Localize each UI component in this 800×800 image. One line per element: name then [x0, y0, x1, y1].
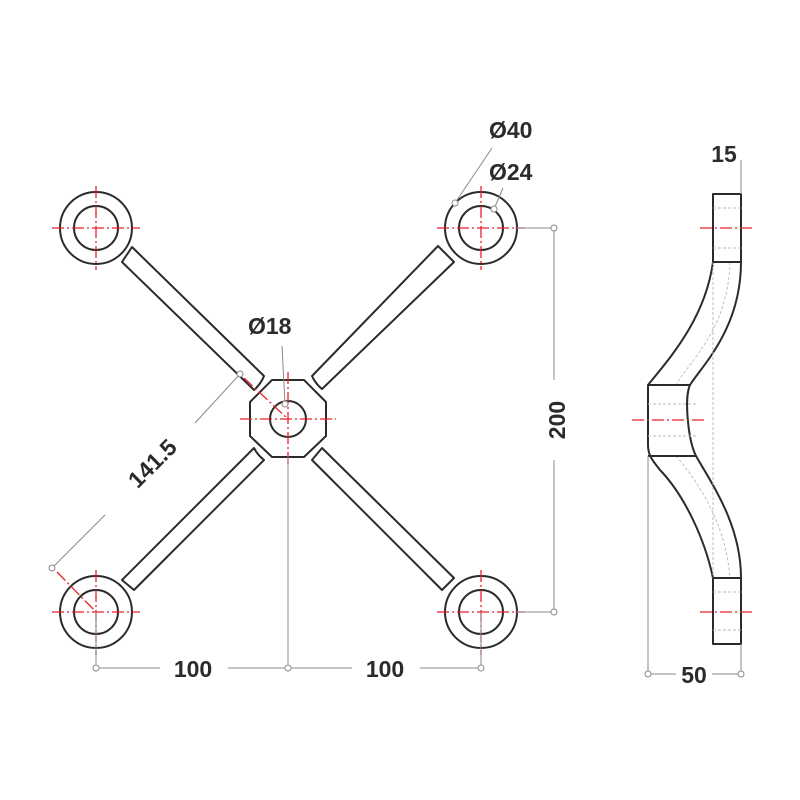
- dim-height: 200: [544, 401, 570, 439]
- arm-top-right: [311, 245, 455, 390]
- dim-center-hole-diameter: Ø18: [248, 313, 292, 339]
- dim-thickness: 15: [711, 141, 737, 167]
- dimension-horizontal: [92, 457, 485, 672]
- dimension-diagonal: [48, 370, 244, 572]
- dim-depth: 50: [681, 662, 707, 688]
- front-view: 100 100 200 141.5 Ø40: [48, 117, 570, 682]
- side-edges: [648, 261, 741, 579]
- side-hidden-lines: [648, 207, 741, 631]
- dimension-vertical: [515, 224, 558, 616]
- arm-bottom-left: [121, 447, 265, 591]
- side-centerlines: [632, 227, 752, 613]
- callout-leaders: [281, 147, 504, 408]
- dim-hole-diameter: Ø24: [489, 159, 533, 185]
- dim-spacing-left: 100: [174, 656, 212, 682]
- dim-outer-diameter: Ø40: [489, 117, 532, 143]
- dim-arm-length: 141.5: [123, 434, 182, 493]
- arm-bottom-right: [311, 447, 455, 591]
- dim-spacing-right: 100: [366, 656, 404, 682]
- arm-top-left: [121, 246, 265, 391]
- side-view: 15 50: [632, 141, 752, 688]
- side-profile: [647, 193, 742, 645]
- dimension-depth: [644, 456, 745, 678]
